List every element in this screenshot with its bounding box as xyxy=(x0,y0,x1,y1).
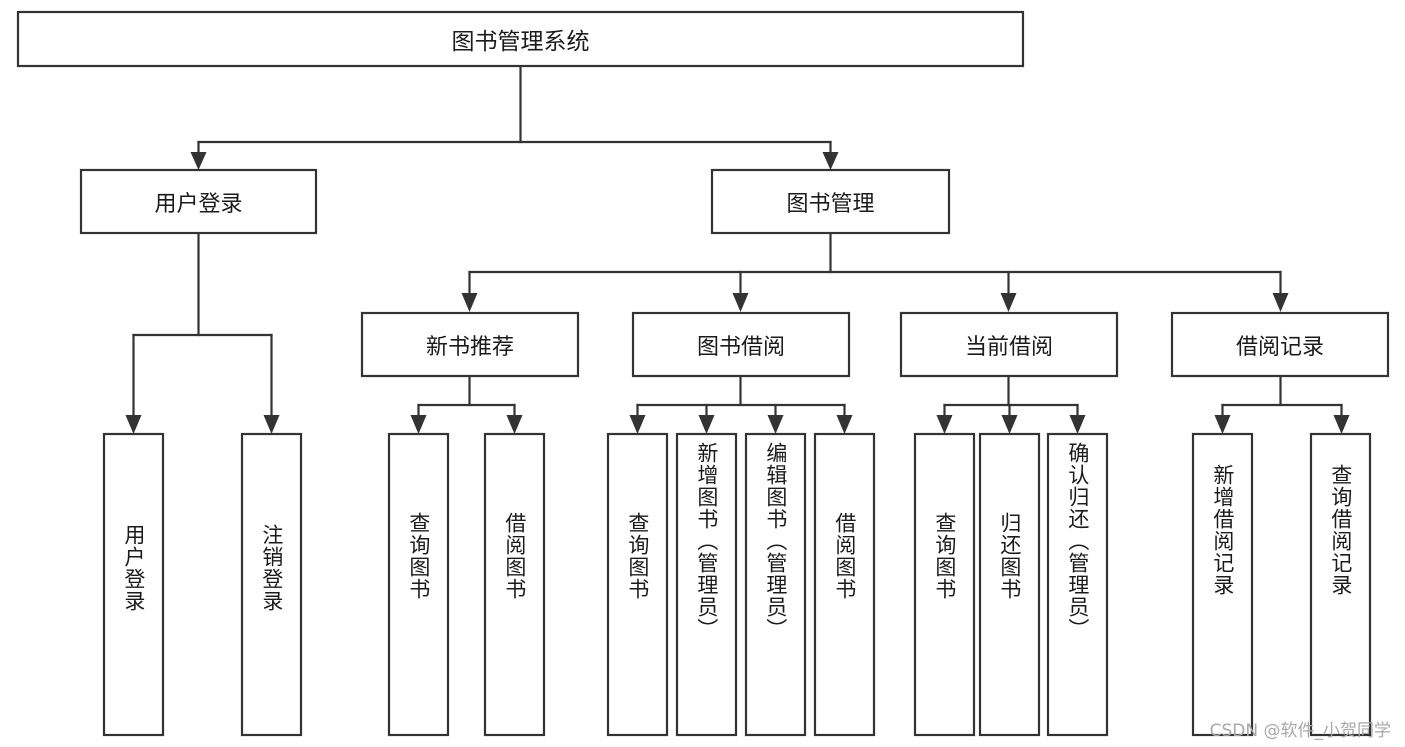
node-box-leaf-borrow-record-2[interactable] xyxy=(1309,432,1372,737)
node-box-leaf-book-borrow-3[interactable] xyxy=(744,432,807,737)
node-box-leaf-current-borrow-2[interactable] xyxy=(978,432,1041,737)
node-box-leaf-current-borrow-3[interactable] xyxy=(1046,432,1109,737)
connector-group-book-manage xyxy=(461,231,1289,312)
node-box-leaf-book-borrow-2[interactable] xyxy=(675,432,738,737)
arrow-head-book-borrow-leaf1 xyxy=(629,415,646,434)
arrow-head-user-login-leaf2 xyxy=(263,415,280,434)
arrow-head-current-borrow xyxy=(1000,293,1017,312)
node-box-current-borrow[interactable] xyxy=(899,311,1119,378)
connector-group-user-login-leaves xyxy=(125,231,280,434)
arrow-head-borrow-record xyxy=(1272,293,1289,312)
node-box-leaf-user-login-1[interactable] xyxy=(102,432,165,737)
node-box-root[interactable] xyxy=(16,10,1025,68)
connector-group-current-borrow-leaves xyxy=(936,374,1086,434)
connector-group-borrow-record-leaves xyxy=(1214,374,1350,434)
node-box-leaf-user-login-2[interactable] xyxy=(240,432,303,737)
connector-group-new-book-leaves xyxy=(410,374,523,434)
node-box-user-login[interactable] xyxy=(79,168,318,235)
node-box-book-borrow[interactable] xyxy=(631,311,851,378)
arrow-head-book-manage xyxy=(822,152,839,170)
node-box-book-manage[interactable] xyxy=(710,168,951,235)
node-box-leaf-new-book-1[interactable] xyxy=(387,432,450,737)
arrow-head-new-book-leaf1 xyxy=(410,415,427,434)
arrow-head-book-borrow-leaf2 xyxy=(698,415,715,434)
arrow-head-new-book-leaf2 xyxy=(506,415,523,434)
arrow-head-current-borrow-leaf3 xyxy=(1069,415,1086,434)
node-box-new-book-recommend[interactable] xyxy=(360,311,580,378)
arrow-head-book-borrow-leaf3 xyxy=(767,415,784,434)
node-box-borrow-record[interactable] xyxy=(1170,311,1390,378)
node-box-leaf-book-borrow-1[interactable] xyxy=(606,432,669,737)
arrow-head-user-login-leaf1 xyxy=(125,415,142,434)
node-box-leaf-book-borrow-4[interactable] xyxy=(813,432,876,737)
arrow-head-borrow-record-leaf2 xyxy=(1333,415,1350,434)
arrow-head-current-borrow-leaf1 xyxy=(936,415,953,434)
node-box-leaf-borrow-record-1[interactable] xyxy=(1191,432,1254,737)
arrow-head-borrow-record-leaf1 xyxy=(1214,415,1231,434)
arrow-head-book-borrow xyxy=(732,293,749,312)
connector-group-root xyxy=(190,64,839,170)
arrow-head-user-login xyxy=(190,152,207,170)
connector-group-book-borrow-leaves xyxy=(629,374,853,434)
node-box-leaf-new-book-2[interactable] xyxy=(483,432,546,737)
arrow-head-book-borrow-leaf4 xyxy=(836,415,853,434)
node-box-leaf-current-borrow-1[interactable] xyxy=(913,432,976,737)
arrow-head-new-book xyxy=(461,293,478,312)
arrow-head-current-borrow-leaf2 xyxy=(1001,415,1018,434)
